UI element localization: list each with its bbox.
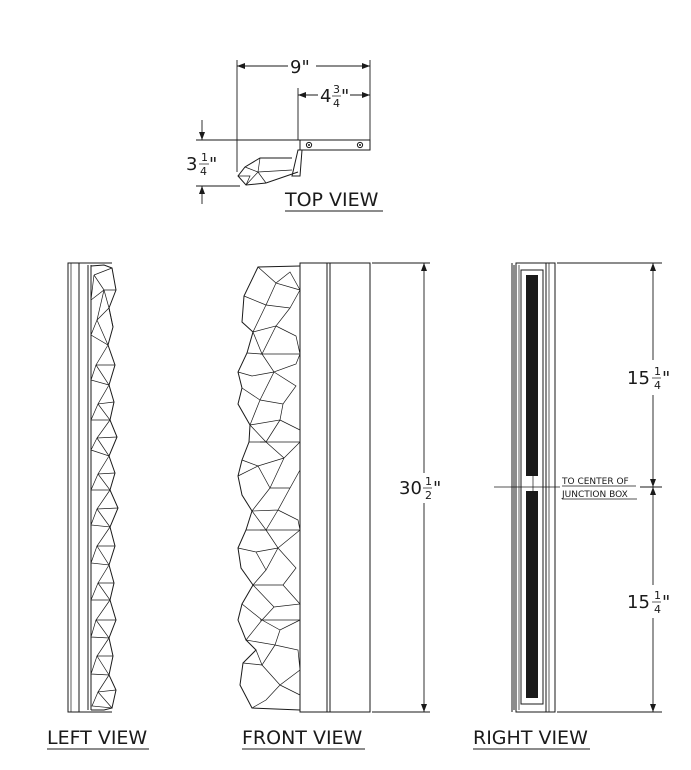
shade-profile <box>90 264 119 711</box>
top-view-label: TOP VIEW <box>284 189 379 211</box>
svg-text:": " <box>662 592 670 613</box>
arrow-icon <box>298 92 306 98</box>
svg-text:": " <box>433 478 441 499</box>
svg-text:1: 1 <box>201 151 208 164</box>
svg-text:1: 1 <box>425 475 432 488</box>
svg-text:": " <box>341 86 349 107</box>
svg-text:4: 4 <box>654 379 661 392</box>
arrow-icon <box>650 704 656 712</box>
right-view: 15 1 4 " 15 1 4 " TO CENTER OF JUNCTION … <box>473 262 670 750</box>
left-view: LEFT VIEW <box>47 262 149 750</box>
svg-text:1: 1 <box>654 365 661 378</box>
arrow-icon <box>650 487 656 495</box>
svg-text:4: 4 <box>333 97 340 110</box>
svg-text:": " <box>662 368 670 389</box>
screw-icon <box>305 141 313 149</box>
shade-facets <box>90 267 119 709</box>
slot-lower <box>526 491 538 698</box>
left-view-label: LEFT VIEW <box>47 727 147 749</box>
arrow-icon <box>421 263 427 271</box>
arrow-icon <box>199 132 205 140</box>
svg-text:15: 15 <box>627 592 650 613</box>
front-view-label: FRONT VIEW <box>242 727 363 749</box>
arrow-icon <box>237 63 245 69</box>
junction-note-line1: TO CENTER OF <box>561 477 629 487</box>
wall-plate <box>67 262 80 713</box>
svg-text:4: 4 <box>654 603 661 616</box>
junction-note-line2: JUNCTION BOX <box>561 490 628 500</box>
svg-text:15: 15 <box>627 368 650 389</box>
arrow-icon <box>650 263 656 271</box>
arm <box>291 149 303 177</box>
dim-projection: 3 1 4 " <box>186 151 217 178</box>
svg-text:30: 30 <box>399 478 422 499</box>
arrow-icon <box>199 186 205 194</box>
dim-height: 30 1 2 " <box>399 475 441 502</box>
shade-facets <box>237 266 301 709</box>
wall-plate <box>299 262 371 713</box>
svg-text:4: 4 <box>200 165 207 178</box>
arrow-icon <box>421 704 427 712</box>
dim-mount-depth: 4 3 4 " <box>320 83 349 110</box>
right-view-label: RIGHT VIEW <box>473 727 588 749</box>
front-view: 30 1 2 " FRONT VIEW <box>237 262 441 750</box>
arrow-icon <box>650 479 656 487</box>
shade-facets <box>238 157 293 186</box>
svg-text:3: 3 <box>333 83 340 96</box>
top-view: 9" 4 3 4 " 3 1 4 " <box>186 57 383 212</box>
wall-plate <box>515 262 556 713</box>
screw-icon <box>356 141 364 149</box>
svg-text:1: 1 <box>654 589 661 602</box>
dim-overall-width: 9" <box>290 57 310 78</box>
slot-upper <box>526 275 538 476</box>
shade-outline <box>237 265 301 711</box>
svg-text:3: 3 <box>186 154 197 175</box>
arrow-icon <box>362 92 370 98</box>
svg-text:2: 2 <box>425 489 432 502</box>
svg-text:": " <box>209 154 217 175</box>
dim-lower-half: 15 1 4 " <box>627 589 670 616</box>
dim-upper-half: 15 1 4 " <box>627 365 670 392</box>
wall-plate <box>299 139 371 151</box>
svg-text:4: 4 <box>320 86 331 107</box>
arrow-icon <box>362 63 370 69</box>
